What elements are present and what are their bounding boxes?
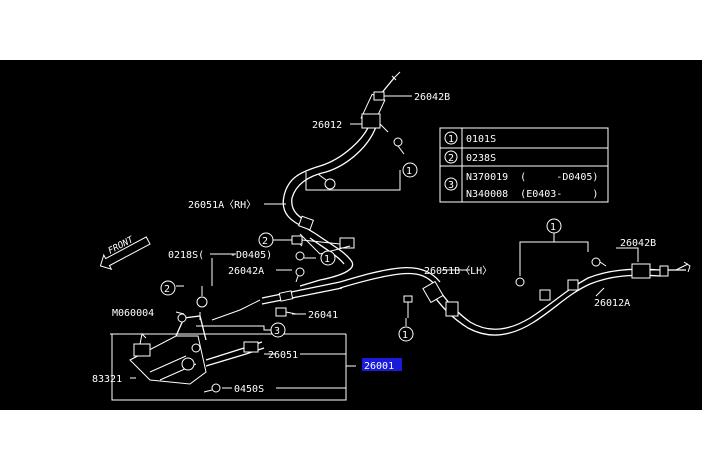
svg-text:2: 2 (164, 284, 170, 295)
svg-text:2: 2 (448, 153, 454, 164)
svg-text:0101S: 0101S (466, 134, 496, 145)
marker-2-b: 2 (160, 280, 176, 296)
callout-26042B-top[interactable]: 26042B (414, 92, 450, 103)
svg-text:1: 1 (402, 330, 408, 341)
marker-3: 3 (270, 322, 286, 338)
legend-row-3: 3 N370019 ( -D0405) N340008 (E0403- ) (444, 172, 598, 200)
callout-26051B[interactable]: 26051B〈LH〉 (424, 265, 492, 277)
marker-1-b: 1 (320, 250, 336, 266)
callout-26041[interactable]: 26041 (308, 310, 338, 321)
svg-text:1: 1 (448, 134, 454, 145)
callout-26012[interactable]: 26012 (312, 120, 342, 131)
svg-text:1: 1 (406, 166, 412, 177)
lever-assembly (129, 286, 265, 393)
svg-text:3: 3 (448, 180, 454, 191)
svg-text:1: 1 (550, 222, 556, 233)
marker-2-a: 2 (258, 232, 274, 248)
callout-M060004[interactable]: M060004 (112, 308, 154, 319)
callout-26051A[interactable]: 26051A〈RH〉 (188, 199, 256, 211)
marker-1-c: 1 (546, 218, 562, 234)
diagram-background (0, 60, 702, 410)
callout-0450S[interactable]: 0450S (234, 384, 264, 395)
svg-text:N370019 ( -D0405): N370019 ( -D0405) (466, 172, 598, 183)
callout-83321[interactable]: 83321 (92, 374, 122, 385)
equalizer-section (211, 233, 441, 321)
legend-row-1: 1 0101S (444, 131, 496, 145)
highlight-26001 (362, 358, 402, 371)
svg-text:2: 2 (262, 236, 268, 247)
callout-26001[interactable]: 26001 (364, 361, 394, 372)
callout-26042A[interactable]: 26042A (228, 266, 264, 277)
svg-text:1: 1 (324, 254, 330, 265)
callout-labels: 26042B 26012 26051A〈RH〉 0218S( -D0405) 2… (92, 92, 656, 395)
figure-id: A260001068 (624, 401, 678, 411)
callout-26042B-right[interactable]: 26042B (620, 238, 656, 249)
callout-0218S[interactable]: 0218S( (168, 250, 204, 261)
marker-1-d: 1 (398, 326, 414, 342)
marker-1-a: 1 (402, 162, 418, 178)
callout-26051[interactable]: 26051 (268, 350, 298, 361)
svg-text:N340008 (E0403- ): N340008 (E0403- ) (466, 189, 598, 200)
legend-row-2: 2 0238S (444, 150, 496, 164)
svg-text:0238S: 0238S (466, 153, 496, 164)
svg-text:3: 3 (274, 326, 280, 337)
lh-cable (403, 257, 691, 336)
callout-26012A[interactable]: 26012A (594, 298, 630, 309)
circled-markers: 1 2 1 2 3 1 1 (160, 162, 562, 342)
legend-table: 1 0101S 2 0238S 3 N370019 ( -D0405) N340… (439, 127, 609, 203)
callout-D0405[interactable]: -D0405) (230, 250, 272, 261)
